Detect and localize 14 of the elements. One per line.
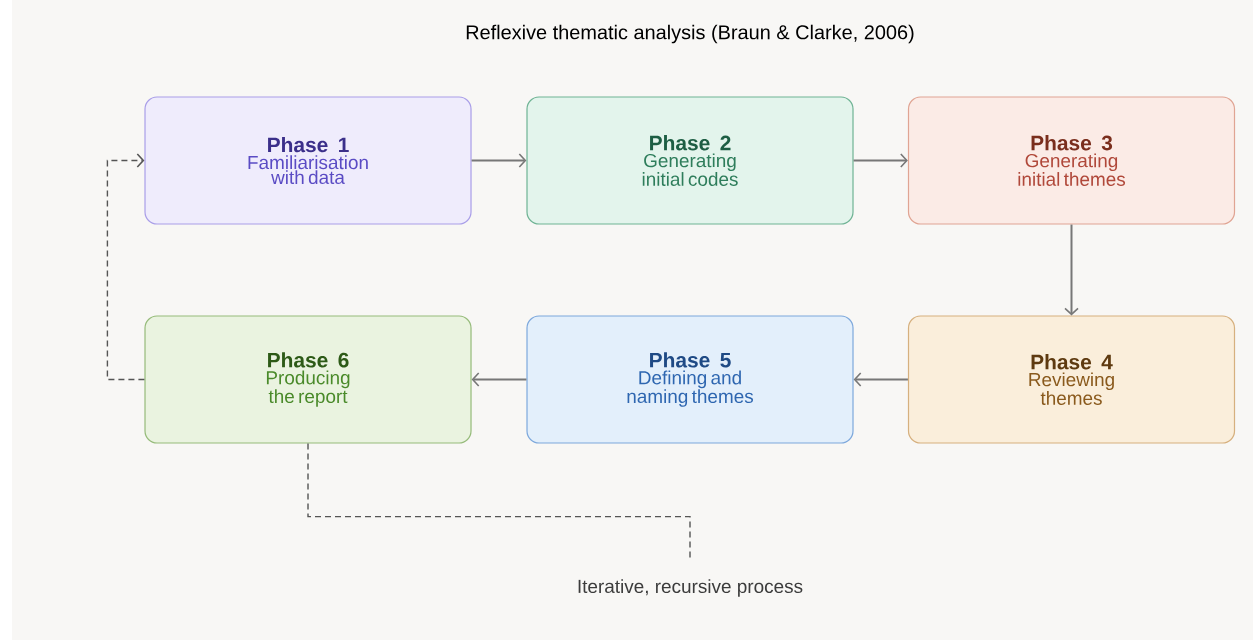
diagram-title: Reflexive thematic analysis (Braun & Clarke, 2006) — [466, 24, 914, 44]
arrow — [106, 153, 146, 381]
phase-box: Phase 2 Generating initial codes — [526, 96, 854, 225]
arrow — [470, 153, 527, 168]
arrow — [852, 153, 908, 168]
phase-box: Phase 6 Producing the report — [144, 315, 472, 444]
phase-box: Phase 5 Defining and naming themes — [526, 315, 854, 444]
phase-box: Phase 3 Generating initial themes — [907, 96, 1236, 225]
arrow — [1064, 223, 1079, 316]
phase-box: Phase 4 Reviewing themes — [907, 315, 1236, 444]
arrow — [853, 372, 909, 387]
arrow — [471, 372, 528, 387]
process-note: Iterative, recursive process — [578, 579, 803, 597]
phase-box: Phase 1 Familiarisation with data — [144, 96, 472, 225]
